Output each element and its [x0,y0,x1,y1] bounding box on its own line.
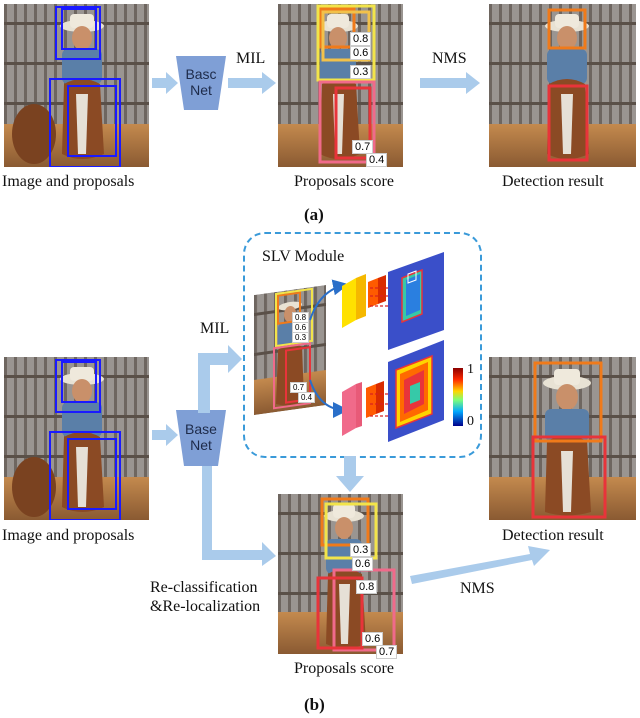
proposals-label-a: Proposals score [294,173,394,190]
arrow-a1 [152,72,178,94]
slv-score-2: 0.3 [292,332,310,343]
result-label-a: Detection result [502,173,604,190]
score-b-2: 0.8 [356,580,378,594]
arrow-reclass-b [202,466,276,566]
arrow-nms-b [410,546,550,584]
input-label-b: Image and proposals [2,527,135,544]
proposals-label-b: Proposals score [294,660,394,677]
mil-label-b: MIL [200,320,230,337]
arrow-mil-b [198,345,242,413]
mil-label-a: MIL [236,50,266,67]
input-label-a: Image and proposals [2,173,135,190]
reclass-label-text: Re-classification&Re-localization [150,579,261,615]
base-net-a [176,56,226,110]
proposals-image-a [278,4,403,167]
score-a-4: 0.4 [366,153,388,167]
nms-label-a: NMS [432,50,467,67]
heatmap-bottom [388,340,444,442]
caption-a: (a) [304,205,324,224]
arrow-slv-down [336,456,364,492]
caption-b: (b) [304,695,325,714]
score-b-1: 0.6 [352,557,374,571]
result-image-b [489,357,636,520]
result-label-b: Detection result [502,527,604,544]
result-image-a [489,4,636,167]
score-a-1: 0.6 [350,46,372,60]
arrow-nms-a [420,72,480,94]
reclass-label-b: Re-classification&Re-localization [150,578,260,616]
heatmap-top [388,252,444,350]
feature-block-bottom [342,381,384,436]
arrow-mil-a [228,72,276,94]
score-a-3: 0.7 [352,140,374,154]
slv-input-image [254,284,326,416]
proposals-image-b [278,494,403,654]
nms-label-b: NMS [460,580,495,597]
slv-module-box [243,232,482,458]
score-b-3: 0.6 [362,632,384,646]
base-net-b [176,410,226,466]
score-a-0: 0.8 [350,32,372,46]
slv-score-4: 0.4 [298,392,316,403]
score-a-2: 0.3 [350,65,372,79]
input-image-b [4,357,149,520]
colorbar-max: 1 [467,362,474,377]
colorbar-min: 0 [467,414,474,429]
colorbar [453,368,463,426]
score-b-0: 0.3 [350,543,372,557]
arrow-b1 [152,424,178,446]
input-image-a [4,4,149,167]
slv-module-label: SLV Module [262,248,345,265]
score-b-4: 0.7 [376,645,398,659]
slv-curved-arrows [309,279,349,418]
feature-block-top [342,274,386,328]
